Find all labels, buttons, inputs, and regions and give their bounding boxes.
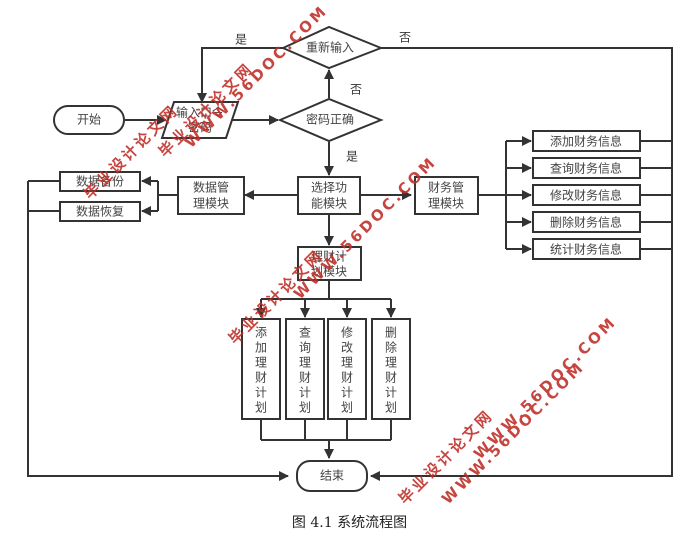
fin-item-arrows xyxy=(506,136,532,254)
datamgr-label-2: 理模块 xyxy=(193,197,229,211)
plan-module-node: 理财计 划模块 xyxy=(297,246,362,281)
input-node: 输入口令 密码 xyxy=(160,101,240,139)
plan-item-char: 划 xyxy=(385,401,397,415)
restore-label: 数据恢复 xyxy=(76,204,124,219)
plan-item-char: 计 xyxy=(255,386,267,400)
finance-item: 统计财务信息 xyxy=(532,238,641,260)
plan-item-char: 计 xyxy=(341,386,353,400)
plan-item-char: 询 xyxy=(299,341,311,355)
finance-item-label: 统计财务信息 xyxy=(550,242,622,257)
plan-item-char: 划 xyxy=(255,401,267,415)
select-label-1: 选择功 xyxy=(311,181,347,195)
finance-item-label: 查询财务信息 xyxy=(550,161,622,176)
watermark-url-2: WWW.56DOC.COM xyxy=(290,153,440,303)
finance-management-node: 财务管 理模块 xyxy=(414,176,479,215)
plan-item-char: 财 xyxy=(385,371,397,385)
edge-reenter-end xyxy=(370,47,673,481)
plan-item-char: 修 xyxy=(341,325,353,340)
edge-label-no-reenter: 否 xyxy=(399,31,411,45)
finmgr-label-2: 理模块 xyxy=(428,197,464,211)
edge-label-yes-password: 是 xyxy=(346,150,358,164)
finance-item: 添加财务信息 xyxy=(532,130,641,152)
backup-node: 数据备份 xyxy=(59,171,141,192)
finmgr-label-1: 财务管 xyxy=(428,180,464,195)
plan-item-char: 划 xyxy=(299,401,311,415)
plan-item-char: 理 xyxy=(385,356,397,370)
plan-item-char: 查 xyxy=(299,326,311,340)
input-label-2: 密码 xyxy=(188,120,212,135)
data-management-node: 数据管 理模块 xyxy=(177,176,245,215)
password-label: 密码正确 xyxy=(306,112,354,127)
finance-item: 查询财务信息 xyxy=(532,157,641,179)
edge-reenter-input xyxy=(197,47,285,103)
plan-item-char: 删 xyxy=(385,326,397,340)
select-label-2: 能模块 xyxy=(311,197,347,211)
finance-item: 删除财务信息 xyxy=(532,211,641,233)
reenter-decision: 重新输入 xyxy=(280,25,384,70)
edge-label-yes-reenter: 是 xyxy=(235,33,247,47)
plan-item-char: 计 xyxy=(299,386,311,400)
restore-node: 数据恢复 xyxy=(59,201,141,222)
plan-item-char: 计 xyxy=(385,386,397,400)
finance-item: 修改财务信息 xyxy=(532,184,641,206)
edge-left-end xyxy=(27,181,289,481)
plan-label-1: 理财计 xyxy=(311,250,347,264)
password-decision: 密码正确 xyxy=(277,97,384,143)
plan-item-char: 财 xyxy=(255,371,267,385)
start-label: 开始 xyxy=(77,113,101,127)
finance-item-label: 添加财务信息 xyxy=(550,134,622,149)
plan-item-char: 添 xyxy=(255,326,267,340)
end-label: 结束 xyxy=(320,469,344,483)
reenter-label: 重新输入 xyxy=(306,40,354,55)
edge-label-no-password: 否 xyxy=(350,83,362,97)
plan-item-arrows xyxy=(256,299,396,318)
connectors xyxy=(27,47,673,481)
plan-item-char: 除 xyxy=(385,340,397,355)
plan-item-char: 理 xyxy=(341,356,353,370)
backup-label: 数据备份 xyxy=(76,174,124,189)
plan-item-char: 理 xyxy=(255,356,267,370)
plan-item-char: 理 xyxy=(299,356,311,370)
plan-item-char: 财 xyxy=(341,371,353,385)
select-module-node: 选择功 能模块 xyxy=(297,176,361,215)
finance-item-label: 删除财务信息 xyxy=(550,215,622,230)
figure-caption: 图 4.1 系统流程图 xyxy=(291,515,408,531)
input-label-1: 输入口令 xyxy=(176,105,224,120)
fin-item-exits xyxy=(640,140,672,250)
plan-item-exits xyxy=(260,419,392,440)
end-node: 结束 xyxy=(296,460,368,492)
finance-item-label: 修改财务信息 xyxy=(550,188,622,203)
plan-item-char: 财 xyxy=(299,371,311,385)
plan-item-char: 划 xyxy=(341,401,353,415)
plan-item-char: 改 xyxy=(341,341,353,355)
plan-item-char: 加 xyxy=(255,341,267,355)
plan-label-2: 划模块 xyxy=(311,265,347,279)
start-node: 开始 xyxy=(53,105,125,135)
datamgr-label-1: 数据管 xyxy=(193,180,229,195)
